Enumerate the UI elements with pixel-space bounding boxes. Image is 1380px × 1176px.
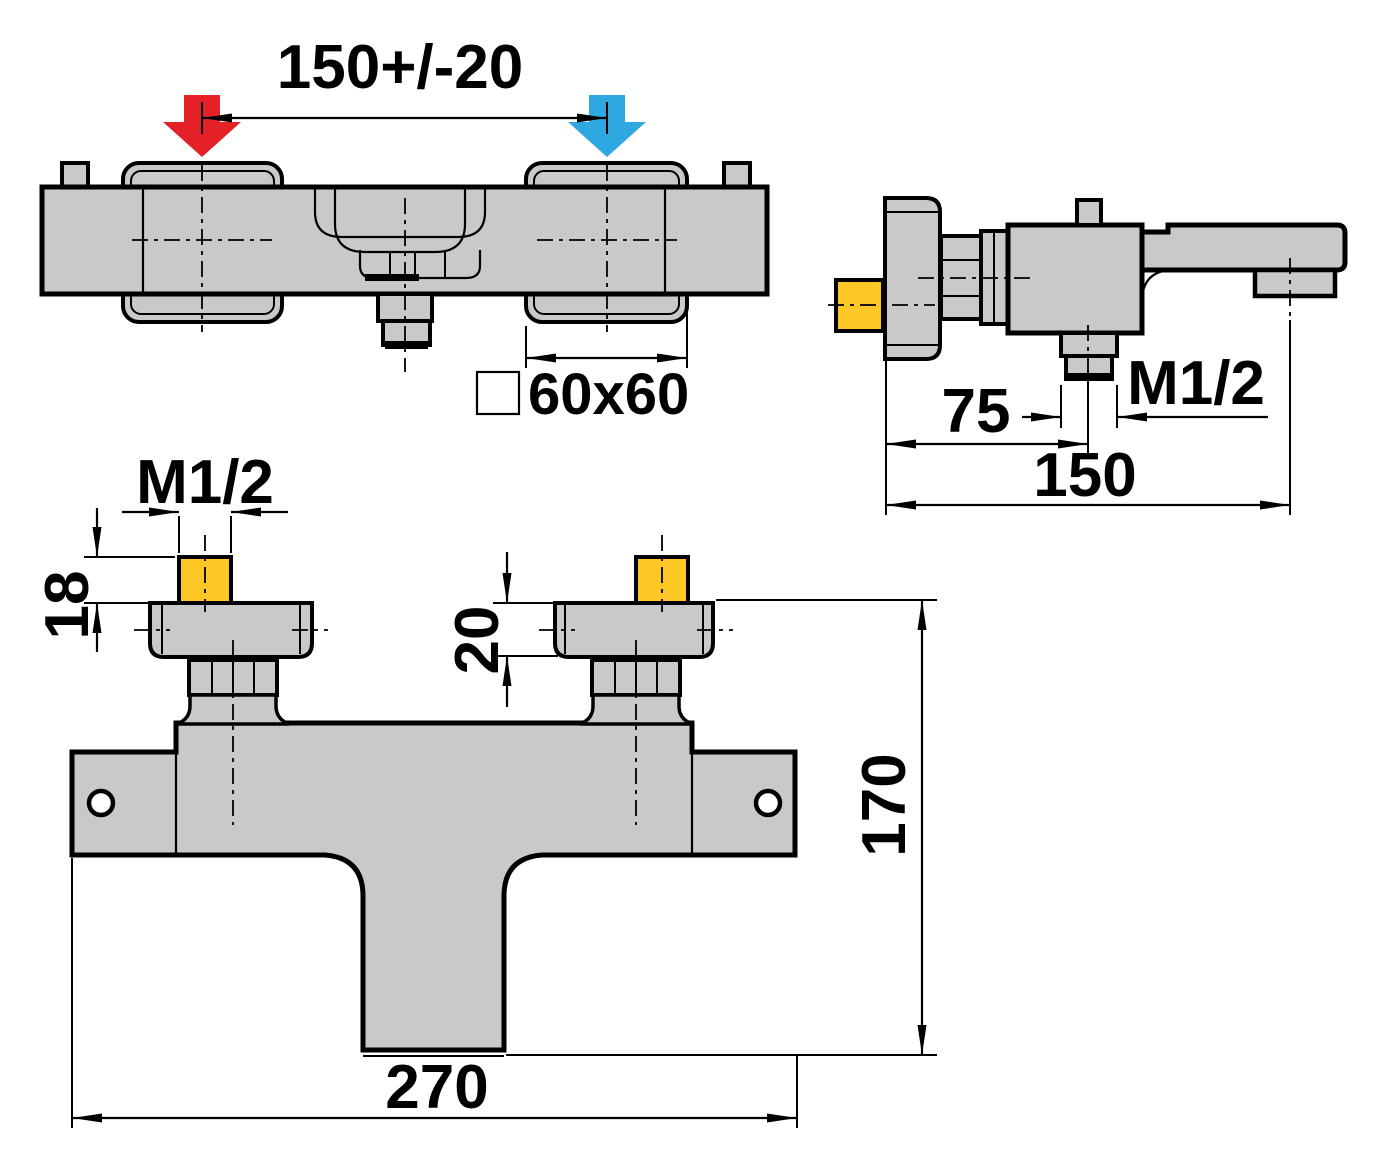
centerlines-front-view	[134, 535, 733, 825]
inlet-assembly-left	[148, 555, 314, 726]
dim-outlet-offset-label: 75	[942, 377, 1011, 446]
dim-inlet-spacing-label: 150+/-20	[277, 33, 524, 102]
mounting-hole-left	[86, 788, 116, 818]
top-view: 150+/-20 60x60	[39, 33, 770, 427]
inlet-assembly-right	[553, 555, 715, 726]
side-view: M1/2 75 150	[828, 196, 1348, 515]
diverter-recess-top-view	[313, 189, 487, 281]
dim-thread-length-label: 18	[33, 571, 102, 640]
diverter-knob-edge	[365, 274, 419, 281]
escutcheon-plate-side-view	[883, 196, 942, 361]
dim-thread-length: 18	[33, 508, 175, 652]
dim-outlet-thread-label: M1/2	[1127, 349, 1265, 418]
dim-inlet-spacing: 150+/-20	[201, 33, 608, 134]
spout-outlet-side-view	[1252, 267, 1338, 299]
centerlines-side-view	[828, 258, 1291, 382]
dim-inlet-thread-label: M1/2	[136, 448, 274, 517]
dim-spout-reach-label: 150	[1033, 441, 1136, 510]
bottom-outlet-side-view	[1059, 331, 1119, 381]
faucet-body-front-view	[69, 720, 798, 1053]
faucet-body-side-view	[1005, 222, 1145, 336]
dim-height: 170	[506, 599, 937, 1056]
dim-height-label: 170	[850, 753, 919, 856]
dim-width-label: 270	[385, 1053, 488, 1122]
spout-side-view	[1139, 222, 1348, 273]
dim-flange-thickness-label: 20	[443, 606, 512, 675]
dim-width: 270	[71, 858, 798, 1128]
centerlines-top-view	[132, 165, 677, 372]
dim-plate-size-label: 60x60	[528, 362, 689, 427]
dim-plate-size: 60x60	[475, 300, 689, 427]
dim-inlet-thread: M1/2	[122, 448, 288, 553]
inlet-thread-left	[177, 555, 233, 605]
dim-outlet-offset: 75	[885, 360, 1089, 515]
handle-tab-side-view	[1075, 198, 1103, 227]
spout-fillet	[1140, 268, 1171, 299]
front-view: M1/2 18 20 170 270	[33, 448, 937, 1128]
dim-spout-reach: 150	[886, 320, 1291, 515]
dim-flange-thickness: 20	[443, 552, 558, 707]
dim-outlet-thread: M1/2	[1022, 349, 1268, 428]
square-symbol-icon	[475, 370, 521, 416]
mounting-hole-right	[753, 788, 783, 818]
bottom-outlet-top-view	[376, 292, 434, 349]
